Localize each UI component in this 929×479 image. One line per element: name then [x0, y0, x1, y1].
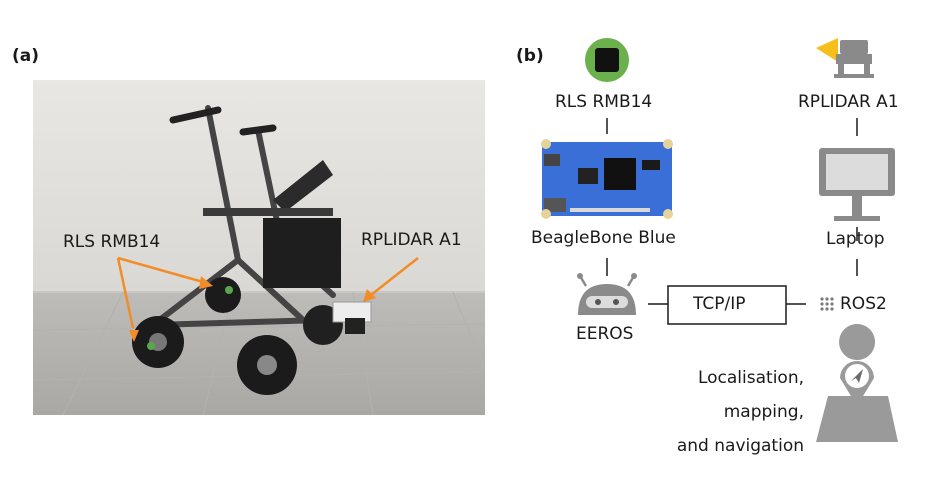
map-pin-icon	[816, 324, 898, 442]
node-laptop: Laptop	[826, 229, 885, 249]
lidar-icon	[816, 38, 874, 78]
node-eeros: EEROS	[576, 324, 634, 344]
panel-b-label: (b)	[516, 46, 544, 66]
node-task-line2: mapping,	[723, 402, 804, 422]
tcpip-box	[667, 285, 787, 325]
annotation-encoder: RLS RMB14	[63, 232, 161, 252]
monitor-icon	[819, 148, 895, 221]
panel-a-label: (a)	[12, 46, 40, 66]
rollator-photo: RLS RMB14 RPLIDAR A1	[33, 80, 485, 415]
annotation-lidar: RPLIDAR A1	[361, 230, 462, 250]
beaglebone-board-icon	[541, 139, 673, 219]
node-ros2: ROS2	[840, 294, 887, 314]
node-task-line1: Localisation,	[697, 368, 804, 388]
encoder-chip-icon	[585, 38, 629, 82]
system-diagram: RLS RMB14 RPLIDAR A1 BeagleBone Blue Lap…	[500, 30, 929, 479]
ros-dots-icon	[820, 297, 834, 311]
node-board: BeagleBone Blue	[531, 228, 676, 248]
node-encoder: RLS RMB14	[555, 92, 653, 112]
robot-head-icon	[577, 273, 637, 315]
node-task-line3: and navigation	[676, 436, 804, 456]
node-tcpip: TCP/IP	[693, 294, 746, 314]
node-lidar: RPLIDAR A1	[798, 92, 899, 112]
